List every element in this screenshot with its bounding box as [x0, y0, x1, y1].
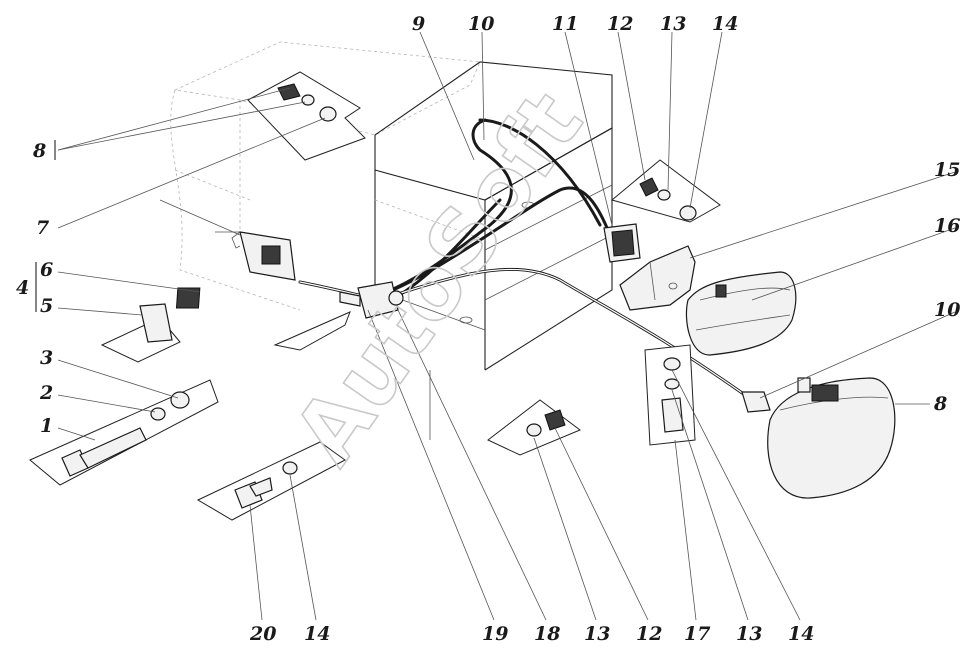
lamp-8 [767, 377, 896, 499]
callout-8-right: 8 [933, 393, 947, 415]
callout-17: 17 [684, 623, 710, 645]
callout-13: 13 [660, 13, 686, 35]
callout-15: 15 [934, 159, 960, 181]
callout-20: 20 [249, 623, 276, 645]
callout-11: 11 [552, 13, 578, 35]
tray-fasteners-12-13-14-top [610, 159, 721, 223]
bracket-15 [619, 245, 696, 311]
tray-13-12-mid [487, 399, 581, 456]
callout-4: 4 [16, 277, 29, 299]
tray-fastener-5 [100, 303, 181, 363]
callout-9: 9 [412, 13, 425, 35]
leader-lines [35, 31, 956, 621]
pad-6 [175, 287, 201, 309]
callout-3: 3 [40, 347, 53, 369]
callout-1: 1 [40, 415, 53, 437]
callout-7: 7 [36, 217, 49, 239]
callout-6: 6 [40, 259, 53, 281]
relay-connector [215, 231, 296, 281]
callout-19: 19 [482, 623, 508, 645]
callout-13-bottom-a: 13 [584, 623, 610, 645]
callout-5: 5 [40, 295, 53, 317]
tray-top-left [247, 71, 366, 161]
callout-13-bottom-b: 13 [736, 623, 762, 645]
callout-14: 14 [712, 13, 738, 35]
lamp-16 [685, 271, 797, 356]
tray-20-14 [196, 441, 346, 521]
callout-14-bottom-b: 14 [788, 623, 814, 645]
callout-16: 16 [934, 215, 960, 237]
tray-bolt-1 [29, 379, 219, 486]
callout-10: 10 [468, 13, 494, 35]
connector-11 [603, 223, 641, 263]
harness-clamp [339, 281, 404, 319]
tray-pointer-19 [273, 311, 351, 351]
callout-10-right: 10 [934, 299, 960, 321]
callout-18: 18 [534, 623, 560, 645]
callout-8-left: 8 [32, 140, 46, 162]
callout-14-bottom-a: 14 [304, 623, 330, 645]
callout-12: 12 [607, 13, 633, 35]
callout-12-bottom: 12 [636, 623, 662, 645]
connector-10-end [741, 391, 771, 413]
callout-2: 2 [39, 382, 53, 404]
tray-17-13-14 [644, 344, 696, 446]
